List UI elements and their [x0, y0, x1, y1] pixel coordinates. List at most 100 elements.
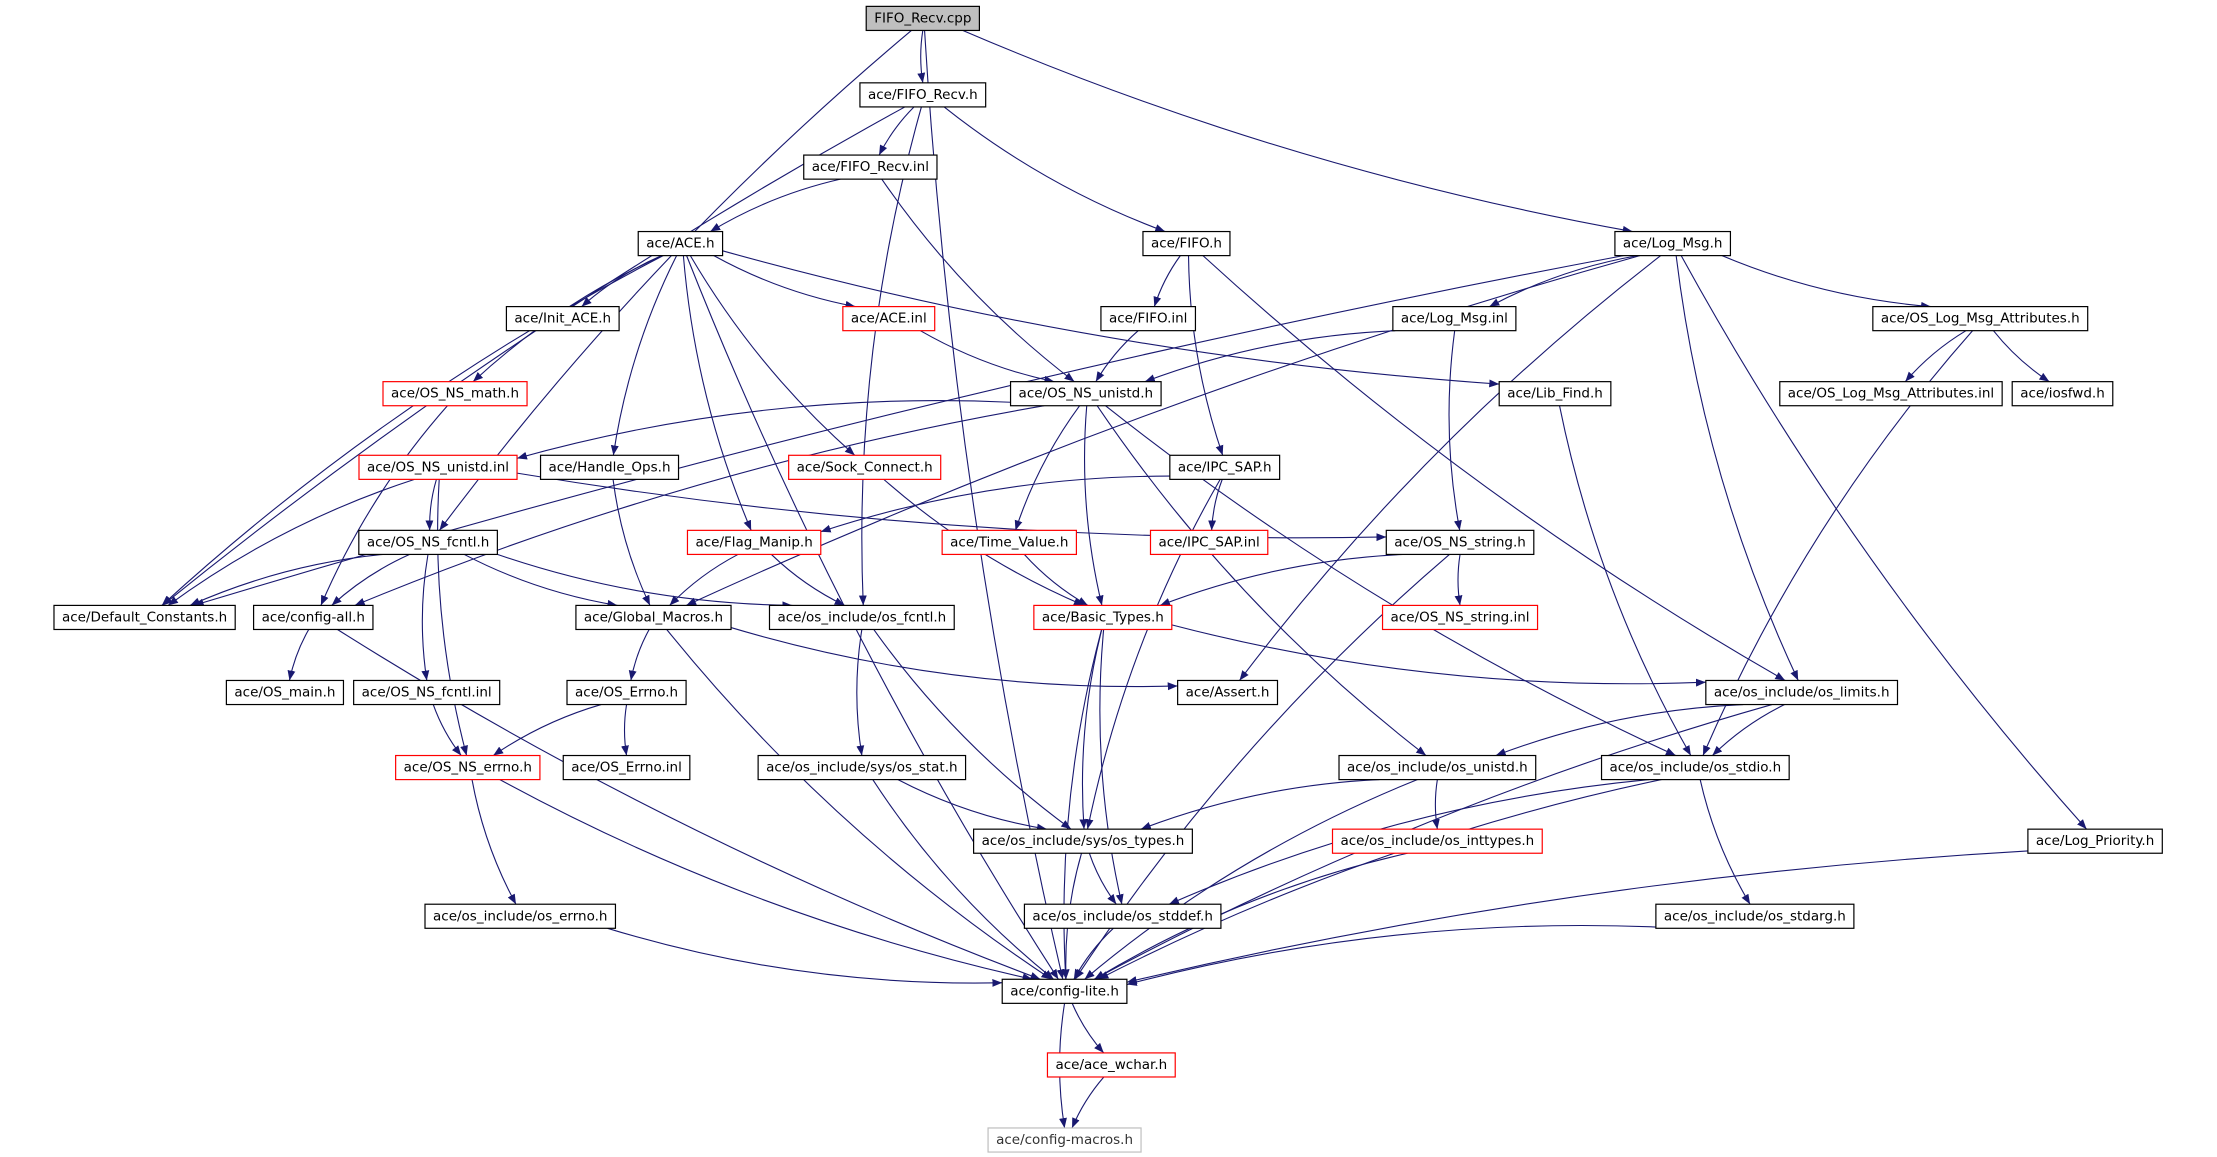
- graph-node-ace-os-include-sys-os-stat-h[interactable]: ace/os_include/sys/os_stat.h: [757, 754, 967, 781]
- node-label: ace/OS_main.h: [234, 685, 335, 701]
- edge-n1-n2: [878, 106, 915, 156]
- node-box: [865, 5, 980, 32]
- graph-node-ace-os-ns-math-h[interactable]: ace/OS_NS_math.h: [382, 381, 528, 407]
- graph-node-ace-os-ns-errno-h[interactable]: ace/OS_NS_errno.h: [395, 754, 541, 781]
- graph-node-ace-os-include-os-fcntl-h[interactable]: ace/os_include/os_fcntl.h: [768, 604, 955, 631]
- graph-node-ace-fifo-recv-h[interactable]: ace/FIFO_Recv.h: [859, 82, 987, 108]
- edge-n24-n30: [1454, 554, 1463, 606]
- edge-n26-n31: [287, 629, 310, 681]
- graph-node-ace-os-include-os-limits-h[interactable]: ace/os_include/os_limits.h: [1705, 679, 1899, 706]
- graph-node-ace-init-ace-h[interactable]: ace/Init_ACE.h: [505, 305, 620, 332]
- graph-node-ace-os-include-os-stdio-h[interactable]: ace/os_include/os_stdio.h: [1600, 754, 1790, 781]
- node-box: [562, 754, 691, 781]
- graph-node-ace-time-value-h[interactable]: ace/Time_Value.h: [941, 529, 1078, 556]
- graph-node-ace-log-msg-inl[interactable]: ace/Log_Msg.inl: [1392, 305, 1517, 332]
- graph-node-ace-default-constants-h[interactable]: ace/Default_Constants.h: [53, 604, 236, 631]
- edge-n28-n38: [856, 629, 865, 756]
- node-box: [637, 230, 724, 257]
- node-box: [686, 529, 822, 556]
- node-box: [1872, 305, 2089, 332]
- graph-node-fifo-recv-cpp[interactable]: FIFO_Recv.cpp: [865, 5, 980, 32]
- edge-n21-n27: [669, 553, 739, 606]
- graph-node-ace-fifo-inl[interactable]: ace/FIFO.inl: [1100, 305, 1197, 332]
- edge-n5-n27: [686, 255, 1641, 606]
- node-box: [505, 305, 620, 332]
- node-box: [859, 82, 987, 108]
- graph-node-ace-os-errno-inl[interactable]: ace/OS_Errno.inl: [562, 754, 691, 781]
- graph-node-ace-os-errno-h[interactable]: ace/OS_Errno.h: [566, 679, 687, 706]
- graph-node-ace-os-ns-unistd-h[interactable]: ace/OS_NS_unistd.h: [1009, 381, 1162, 407]
- node-box: [358, 529, 498, 556]
- graph-node-ace-config-all-h[interactable]: ace/config-all.h: [252, 604, 374, 631]
- graph-node-ace-lib-find-h[interactable]: ace/Lib_Find.h: [1498, 381, 1612, 407]
- graph-node-ace-basic-types-h[interactable]: ace/Basic_Types.h: [1033, 604, 1173, 631]
- graph-node-ace-os-ns-fcntl-inl[interactable]: ace/OS_NS_fcntl.inl: [353, 679, 501, 706]
- node-label: ace/os_include/os_fcntl.h: [777, 609, 946, 625]
- graph-node-ace-global-macros-h[interactable]: ace/Global_Macros.h: [575, 604, 732, 631]
- edge-n20-n28: [497, 553, 793, 610]
- node-label: FIFO_Recv.cpp: [874, 10, 971, 26]
- graph-node-ace-os-include-sys-os-types-h[interactable]: ace/os_include/sys/os_types.h: [973, 828, 1193, 854]
- node-label: ace/OS_Errno.inl: [571, 760, 682, 776]
- graph-node-ace-ace-wchar-h[interactable]: ace/ace_wchar.h: [1046, 1052, 1176, 1078]
- edge-n41-n45: [1088, 853, 1117, 905]
- edge-n35-n39: [1495, 703, 1744, 757]
- node-box: [358, 454, 518, 480]
- graph-node-ace-os-log-msg-attributes-h[interactable]: ace/OS_Log_Msg_Attributes.h: [1872, 305, 2089, 332]
- node-label: ace/Sock_Connect.h: [797, 459, 933, 475]
- graph-node-ace-os-ns-string-h[interactable]: ace/OS_NS_string.h: [1385, 529, 1535, 556]
- graph-node-ace-os-ns-unistd-inl[interactable]: ace/OS_NS_unistd.inl: [358, 454, 518, 480]
- nodes-layer: FIFO_Recv.cpp ace/FIFO_Recv.h ace/FIFO_Rec…: [53, 5, 2163, 1153]
- graph-node-ace-sock-connect-h[interactable]: ace/Sock_Connect.h: [788, 454, 942, 480]
- graph-node-ace-os-ns-string-inl[interactable]: ace/OS_NS_string.inl: [1381, 604, 1539, 631]
- graph-node-ace-os-include-os-stddef-h[interactable]: ace/os_include/os_stddef.h: [1023, 903, 1222, 929]
- graph-node-ace-config-macros-h[interactable]: ace/config-macros.h: [987, 1127, 1142, 1153]
- node-box: [2011, 381, 2114, 407]
- graph-node-ace-ace-inl[interactable]: ace/ACE.inl: [842, 305, 936, 332]
- graph-node-ace-log-priority-h[interactable]: ace/Log_Priority.h: [2027, 828, 2163, 854]
- edge-n20-n32: [421, 554, 430, 681]
- node-box: [1705, 679, 1899, 706]
- graph-node-ace-handle-ops-h[interactable]: ace/Handle_Ops.h: [539, 454, 680, 480]
- edge-n3-n13: [722, 250, 1500, 388]
- graph-node-ace-os-include-os-errno-h[interactable]: ace/os_include/os_errno.h: [424, 903, 617, 929]
- node-box: [53, 604, 236, 631]
- graph-node-ace-log-msg-h[interactable]: ace/Log_Msg.h: [1614, 230, 1732, 257]
- graph-node-ace-flag-manip-h[interactable]: ace/Flag_Manip.h: [686, 529, 822, 556]
- graph-node-ace-os-main-h[interactable]: ace/OS_main.h: [225, 679, 345, 706]
- graph-node-ace-iosfwd-h[interactable]: ace/iosfwd.h: [2011, 381, 2114, 407]
- node-label: ace/os_include/os_errno.h: [433, 908, 607, 924]
- edge-n12-n16: [516, 400, 1011, 460]
- graph-node-ace-os-ns-fcntl-h[interactable]: ace/OS_NS_fcntl.h: [358, 529, 498, 556]
- graph-node-ace-os-include-os-inttypes-h[interactable]: ace/os_include/os_inttypes.h: [1331, 828, 1543, 854]
- graph-node-ace-config-lite-h[interactable]: ace/config-lite.h: [1001, 978, 1128, 1004]
- node-label: ace/config-lite.h: [1010, 983, 1119, 999]
- graph-node-ace-fifo-recv-inl[interactable]: ace/FIFO_Recv.inl: [803, 154, 938, 180]
- node-box: [788, 454, 942, 480]
- edge-n27-n47: [666, 629, 1052, 980]
- graph-node-ace-os-include-os-stdarg-h[interactable]: ace/os_include/os_stdarg.h: [1655, 903, 1855, 929]
- edge-n21-n28: [771, 554, 845, 606]
- graph-node-ace-os-log-msg-attributes-inl[interactable]: ace/OS_Log_Msg_Attributes.inl: [1779, 381, 2003, 407]
- edge-n22-n29: [1023, 554, 1089, 606]
- edge-n38-n47: [872, 779, 1054, 980]
- edge-n28-n41: [873, 629, 1072, 830]
- node-box: [1614, 230, 1732, 257]
- graph-node-ace-ipc-sap-h[interactable]: ace/IPC_SAP.h: [1169, 454, 1281, 480]
- node-label: ace/os_include/os_stdarg.h: [1664, 908, 1846, 924]
- edge-n3-n25: [161, 255, 664, 606]
- graph-node-ace-fifo-h[interactable]: ace/FIFO.h: [1142, 230, 1231, 257]
- edge-n29-n41: [1079, 629, 1103, 830]
- node-label: ace/FIFO.h: [1151, 236, 1222, 252]
- graph-node-ace-ipc-sap-inl[interactable]: ace/IPC_SAP.inl: [1149, 529, 1269, 556]
- edge-n16-n24: [516, 472, 1387, 542]
- edge-n29-n45: [1099, 629, 1124, 905]
- node-label: ace/IPC_SAP.h: [1178, 459, 1272, 475]
- node-label: ace/iosfwd.h: [2020, 386, 2105, 402]
- graph-node-ace-ace-h[interactable]: ace/ACE.h: [637, 230, 724, 257]
- node-label: ace/config-macros.h: [996, 1132, 1133, 1148]
- graph-node-ace-assert-h[interactable]: ace/Assert.h: [1177, 679, 1279, 706]
- graph-node-ace-os-include-os-unistd-h[interactable]: ace/os_include/os_unistd.h: [1338, 754, 1537, 781]
- node-box: [575, 604, 732, 631]
- node-label: ace/Lib_Find.h: [1507, 386, 1603, 402]
